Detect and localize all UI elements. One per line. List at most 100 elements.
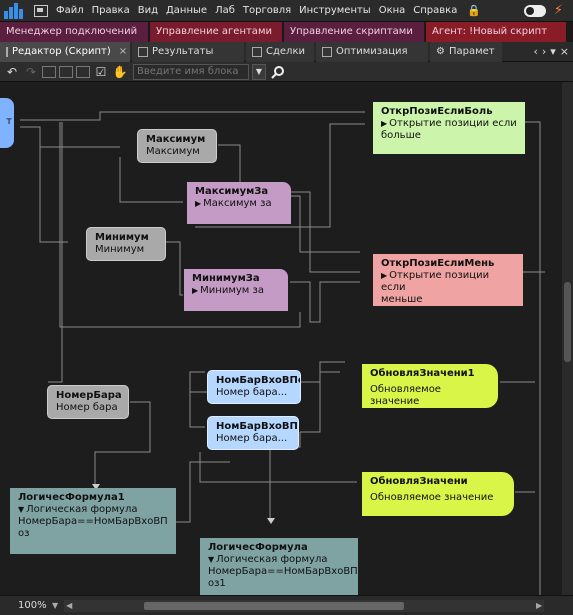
theme-toggle[interactable] — [523, 4, 546, 17]
expand-icon[interactable]: ▶ — [192, 286, 199, 295]
tab-script-management[interactable]: Управление скриптами — [284, 22, 424, 42]
menu-lab[interactable]: Лаб — [215, 4, 235, 16]
block-name-input[interactable] — [133, 63, 249, 80]
tab-results[interactable]: Результаты — [132, 42, 244, 62]
menu-windows[interactable]: Окна — [378, 4, 406, 16]
node-update-value[interactable]: ОбновляЗначени Обновляемое значение — [362, 472, 514, 516]
node-maximum-title: Максимум — [146, 134, 206, 145]
tab-connection-manager[interactable]: Менеджер подключений — [0, 22, 148, 42]
left-partial-node[interactable]: т — [0, 98, 14, 148]
node-logic-formula1-sub: Логическая формула — [26, 504, 138, 515]
tab-optimization-label: Оптимизация — [336, 46, 408, 57]
zoom-level[interactable]: 100% — [18, 600, 47, 611]
chevron-down-icon[interactable]: ▼ — [52, 601, 59, 610]
expand-icon[interactable]: ▶ — [381, 119, 388, 128]
menu-file[interactable]: Файл — [56, 4, 84, 16]
expand-icon[interactable]: ▶ — [195, 199, 202, 208]
node-bar-in-pos1-sub: Номер бара... — [216, 387, 288, 398]
tab-editor-label: Редактор (Скрипт) — [12, 46, 111, 57]
tab-trades-label: Сделки — [266, 46, 305, 57]
node-update-value-sub: Обновляемое значение — [370, 492, 494, 503]
gear-icon: ⚙ — [436, 46, 445, 57]
node-bar-in-pos-sub: Номер бара... — [216, 433, 288, 444]
app-logo-icon — [0, 0, 30, 22]
tab-list-icon[interactable]: ▾ — [550, 45, 556, 58]
horizontal-scroll-thumb[interactable] — [144, 601, 405, 610]
chevron-down-icon[interactable]: ▼ — [252, 63, 266, 80]
node-update-value1[interactable]: ОбновляЗначени1 Обновляемое значение — [362, 364, 498, 408]
node-minimum[interactable]: Минимум Минимум — [86, 227, 166, 261]
tab-editor[interactable]: Редактор (Скрипт) × — [0, 42, 130, 62]
hand-icon[interactable]: ✋ — [112, 64, 128, 79]
menu-data[interactable]: Данные — [165, 4, 208, 16]
close-icon[interactable]: × — [118, 46, 128, 57]
group-icon[interactable] — [42, 65, 56, 78]
scroll-right-icon[interactable]: ▶ — [536, 600, 543, 610]
node-open-if-less[interactable]: ОткрПозиЕслиМень ▶Открытие позиции если … — [373, 254, 523, 306]
horizontal-scrollbar[interactable]: ◀ ▶ — [64, 599, 545, 612]
menu-tools[interactable]: Инструменты — [299, 4, 371, 16]
node-update-value1-sub: Обновляемое значение — [370, 384, 441, 407]
tab-trades[interactable]: Сделки — [246, 42, 314, 62]
checklist-icon[interactable]: ☑ — [95, 64, 107, 79]
node-bar-number-title: НомерБара — [56, 390, 122, 401]
wand-icon[interactable]: ⚡ — [553, 3, 563, 18]
node-open-if-more[interactable]: ОткрПозиЕслиБоль ▶Открытие позиции если … — [373, 102, 525, 154]
node-maximum-sub: Максимум — [146, 146, 200, 157]
tab-agent-new-script[interactable]: Агент: !Новый скрипт — [426, 22, 566, 42]
tab-optimization[interactable]: Оптимизация — [316, 42, 428, 62]
window-icon[interactable] — [34, 4, 48, 17]
node-bar-number[interactable]: НомерБара Номер бара — [47, 385, 129, 419]
node-maximum-za-title: МаксимумЗа — [195, 186, 269, 197]
node-minimum-za-title: МинимумЗа — [192, 273, 260, 284]
node-open-if-more-sub1: Открытие позиции если — [389, 118, 517, 129]
tab-agent-management[interactable]: Управление агентами — [150, 22, 282, 42]
node-open-if-less-sub1: Открытие позиции если — [381, 270, 490, 293]
menu-help[interactable]: Справка — [413, 4, 458, 16]
chevron-down-icon[interactable]: ▼ — [18, 505, 25, 514]
node-logic-formula-expr2: оз1 — [208, 578, 226, 589]
tab-params[interactable]: ⚙ Парамет — [430, 42, 502, 62]
connections — [20, 111, 545, 595]
node-logic-formula1-title: ЛогичесФормула1 — [18, 492, 125, 503]
tab-results-label: Результаты — [152, 46, 214, 57]
chevron-down-icon[interactable]: ▼ — [208, 555, 215, 564]
node-logic-formula-sub: Логическая формула — [216, 554, 328, 565]
vertical-scrollbar[interactable] — [562, 82, 573, 595]
undo-icon[interactable]: ↶ — [6, 64, 18, 79]
lock-icon[interactable]: 🔒 — [467, 4, 482, 17]
menu-bar: Файл Правка Вид Данные Лаб Торговля Инст… — [0, 0, 573, 22]
frame-icon[interactable] — [76, 65, 90, 78]
node-maximum-za[interactable]: МаксимумЗа ▶Максимум за — [187, 182, 291, 224]
connection-tabs: Менеджер подключений Управление агентами… — [0, 22, 573, 42]
node-minimum-sub: Минимум — [95, 244, 145, 255]
node-open-if-less-title: ОткрПозиЕслиМень — [381, 258, 495, 269]
close-icon[interactable]: × — [559, 45, 569, 58]
node-logic-formula[interactable]: ЛогичесФормула ▼Логическая формула Номер… — [200, 538, 358, 595]
vertical-scroll-thumb[interactable] — [564, 282, 571, 362]
expand-icon[interactable]: ▶ — [381, 271, 388, 280]
ungroup-icon[interactable] — [59, 65, 73, 78]
node-logic-formula1[interactable]: ЛогичесФормула1 ▼Логическая формула Номе… — [10, 488, 176, 554]
chevron-right-icon[interactable]: › — [541, 45, 547, 58]
node-logic-formula-expr1: НомерБара==НомБарВхоВП — [208, 566, 358, 577]
node-maximum[interactable]: Максимум Максимум — [137, 129, 217, 163]
left-partial-node-title: т — [6, 116, 12, 127]
chevron-left-icon[interactable]: ‹ — [533, 45, 538, 58]
search-icon[interactable] — [269, 64, 287, 80]
script-canvas[interactable]: т Максимум Максимум МаксимумЗа ▶Максимум… — [0, 82, 562, 595]
node-maximum-za-sub: Максимум за — [203, 198, 272, 209]
node-minimum-za[interactable]: МинимумЗа ▶Минимум за — [184, 269, 288, 311]
redo-icon[interactable]: ↷ — [25, 64, 37, 79]
menu-view[interactable]: Вид — [137, 4, 158, 16]
node-update-value1-title: ОбновляЗначени1 — [370, 368, 475, 379]
scroll-left-icon[interactable]: ◀ — [66, 600, 73, 610]
node-open-if-less-sub2: меньше — [381, 294, 423, 305]
tabs-controls: ‹ › ▾ × — [533, 42, 573, 61]
node-bar-number-sub: Номер бара — [56, 402, 118, 413]
menu-edit[interactable]: Правка — [91, 4, 130, 16]
menu-trading[interactable]: Торговля — [242, 4, 292, 16]
